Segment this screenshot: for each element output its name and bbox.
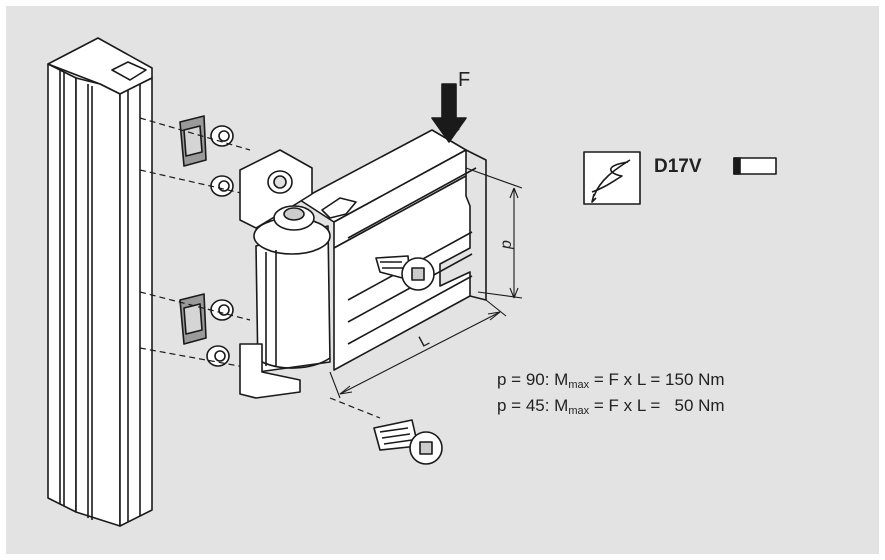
t-nut-lower — [179, 293, 207, 345]
force-arrow — [431, 83, 467, 143]
hinge-bracket — [239, 149, 357, 399]
drill-code-label: D17V — [654, 156, 702, 177]
vertical-profile — [47, 37, 153, 527]
dimension-lines — [329, 167, 523, 399]
formula-p90: p = 90: Mmax = F x L = 150 Nm — [497, 370, 725, 391]
drill-bit-icon — [583, 151, 641, 205]
force-label: F — [458, 69, 470, 91]
formula-p45: p = 45: Mmax = F x L = 50 Nm — [497, 396, 725, 417]
pitch-label: p — [498, 240, 515, 250]
washers — [206, 125, 234, 367]
t-nut-upper — [179, 115, 207, 167]
screw-lower — [373, 419, 443, 465]
counterbore-icon — [733, 157, 777, 175]
screw-upper — [375, 255, 435, 291]
